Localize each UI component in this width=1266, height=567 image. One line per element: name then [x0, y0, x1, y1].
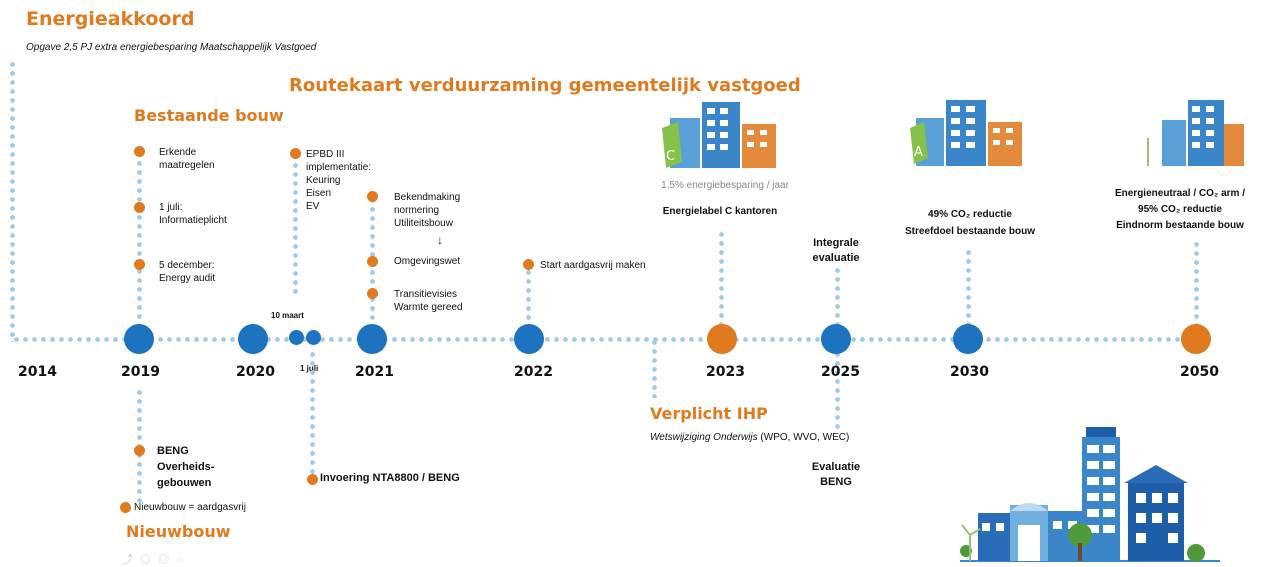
building-2050-icon	[1147, 100, 1244, 166]
bestaande-bouw-title: Bestaande bouw	[134, 106, 284, 125]
year-2019: 2019	[121, 364, 160, 380]
milestone-2050	[1181, 324, 1211, 354]
svg-text:C: C	[666, 149, 675, 164]
energieakkoord-subtitle: Opgave 2,5 PJ extra energiebesparing Maa…	[26, 42, 317, 53]
tien-maart-marker: 10 maart	[271, 311, 304, 320]
ihp-line	[652, 338, 657, 398]
milestone-2023	[707, 324, 737, 354]
beng-overheidsgebouwen-text: BENG Overheids-gebouwen	[157, 445, 215, 489]
een-juli-marker: 1 juli	[300, 364, 318, 373]
bestaande-item-1: Erkende maatregelen	[159, 147, 215, 171]
milestone-10-maart	[289, 330, 304, 345]
omgevingswet-text: Omgevingswet	[394, 256, 461, 267]
integrale-evaluatie-label: Integrale evaluatie	[812, 237, 860, 264]
bullet-dot	[367, 256, 378, 267]
verplicht-ihp-subtitle: Wetswijziging Onderwijs (WPO, WVO, WEC)	[650, 432, 850, 443]
milestone-2022	[514, 324, 544, 354]
y2023-line	[719, 230, 724, 325]
year-2023: 2023	[706, 364, 745, 380]
year-2022: 2022	[514, 364, 553, 380]
nieuwbouw-title: Nieuwbouw	[126, 522, 231, 541]
evaluatie-beng-label: Evaluatie BENG	[811, 461, 861, 488]
nieuwbouw-aardgasvrij-text: Nieuwbouw = aardgasvrij	[134, 502, 247, 513]
milestone-2030	[953, 324, 983, 354]
year-2014: 2014	[18, 364, 57, 380]
y2025-line-up	[835, 266, 840, 326]
bullet-dot	[367, 191, 378, 202]
timeline-axis	[12, 337, 1197, 342]
verplicht-ihp-title: Verplicht IHP	[650, 404, 768, 423]
energiebesparing-caption: 1,5% energiebesparing / jaar	[661, 180, 789, 191]
transitievisies-text: Transitievisies Warmte gereed	[394, 289, 463, 313]
bullet-dot	[367, 288, 378, 299]
bullet-dot	[290, 148, 301, 159]
energieakkoord-title: Energieakkoord	[26, 8, 195, 30]
bestaande-item-2: 1 juli: Informatieplicht	[159, 202, 227, 226]
energieakkoord-vertical-line	[10, 60, 15, 342]
bullet-dot	[134, 202, 145, 213]
bullet-dot	[134, 445, 145, 456]
year-2050: 2050	[1180, 364, 1219, 380]
arrow-down-icon: ↓	[437, 233, 443, 247]
milestone-1-juli	[306, 330, 321, 345]
y2022-line	[526, 268, 531, 328]
milestone-2019	[124, 324, 154, 354]
milestone-2020	[238, 324, 268, 354]
y2025-line-down	[835, 350, 840, 430]
year-2025: 2025	[821, 364, 860, 380]
city-illustration	[960, 427, 1220, 562]
energielabel-c-label: Energielabel C kantoren	[662, 206, 778, 217]
year-2030: 2030	[950, 364, 989, 380]
building-label-a-icon: A	[910, 100, 1022, 166]
year-2020: 2020	[236, 364, 275, 380]
y2030-line	[966, 248, 971, 326]
y2050-line	[1194, 240, 1199, 326]
building-label-c-icon: C	[662, 102, 776, 168]
invoering-nta8800-text: Invoering NTA8800 / BENG	[320, 472, 460, 484]
bullet-dot	[523, 259, 534, 270]
bullet-dot	[120, 502, 131, 513]
invoering-line	[310, 350, 315, 475]
milestone-2025	[821, 324, 851, 354]
bestaande-item-3: 5 december: Energy audit	[159, 260, 216, 284]
routekaart-title: Routekaart verduurzaming gemeentelijk va…	[289, 75, 801, 96]
epbd-line	[293, 152, 298, 297]
start-aardgasvrij-text: Start aardgasvrij maken	[540, 260, 646, 271]
bestaande-bouw-line	[137, 150, 142, 322]
bullet-dot	[307, 474, 318, 485]
toolbar-icons[interactable]: ⤴ ◎ ◎ ◌	[122, 554, 185, 566]
bullet-dot	[134, 146, 145, 157]
bullet-dot	[134, 259, 145, 270]
bekendmaking-text: Bekendmaking normering Utiliteitsbouw	[394, 192, 461, 229]
label-2050: Energieneutraal / CO₂ arm /95% CO₂ reduc…	[1114, 188, 1246, 231]
year-2021: 2021	[355, 364, 394, 380]
svg-text:A: A	[914, 145, 923, 160]
milestone-2021	[357, 324, 387, 354]
